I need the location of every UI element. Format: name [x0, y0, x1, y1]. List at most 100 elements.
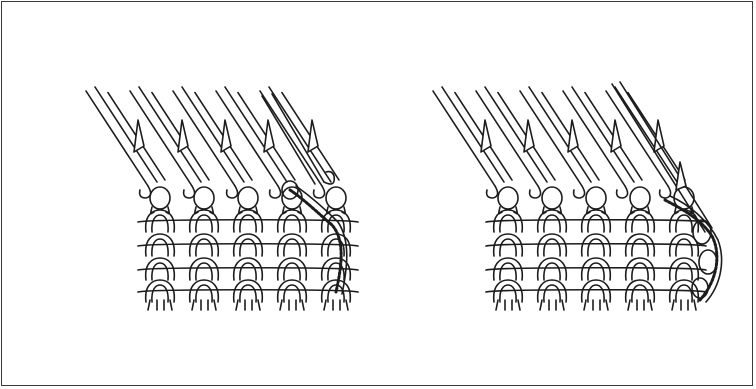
needle-hook: [140, 186, 151, 198]
stitch-loop-inner: [588, 263, 604, 280]
stitch-loop-inner: [152, 285, 168, 302]
stitch-loop-inner: [632, 263, 648, 280]
held-loop: [326, 187, 346, 209]
loop-leg: [543, 207, 546, 214]
needle-hook: [574, 186, 585, 198]
stitch-loop-inner: [544, 263, 560, 280]
held-loop: [498, 187, 518, 209]
stitch-loop-inner: [240, 239, 256, 256]
loop-leg: [166, 207, 169, 214]
needle-latch: [481, 120, 491, 152]
course-yarn: [486, 220, 706, 222]
stitch-loop-inner: [676, 239, 692, 256]
edge-loop: [699, 250, 717, 274]
held-loop: [630, 187, 650, 209]
stitch-loop: [190, 234, 219, 256]
needle-latch: [654, 120, 664, 152]
needle-hook: [660, 186, 671, 198]
stitch-loop-inner: [544, 239, 560, 256]
stitch-loop: [190, 258, 219, 280]
loop-leg: [587, 207, 590, 214]
needle-hook: [270, 186, 281, 198]
loop-leg: [239, 207, 242, 214]
course-yarn: [486, 290, 706, 292]
right-panel: [433, 82, 722, 310]
stitch-loop-inner: [284, 215, 300, 232]
stitch-loop-inner: [196, 285, 212, 302]
stitch-loop: [626, 234, 655, 256]
loop-leg: [298, 207, 301, 214]
left-panel: [86, 87, 358, 310]
stitch-loop: [582, 258, 611, 280]
stitch-loop: [582, 280, 611, 302]
needle-hook: [314, 186, 325, 198]
stitch-loop-inner: [544, 285, 560, 302]
stitch-loop-inner: [544, 215, 560, 232]
stitch-loop: [234, 234, 263, 256]
stitch-loop-inner: [284, 263, 300, 280]
stitch-loop: [538, 234, 567, 256]
held-loop: [150, 187, 170, 209]
stitch-loop-inner: [284, 239, 300, 256]
stitch-loop-inner: [196, 239, 212, 256]
stitch-loop: [190, 280, 219, 302]
stitch-loop-inner: [152, 239, 168, 256]
stitch-loop: [626, 258, 655, 280]
stitch-loop-inner: [632, 215, 648, 232]
stitch-loop-inner: [240, 215, 256, 232]
stitch-loop: [234, 280, 263, 302]
stitch-loop: [582, 234, 611, 256]
stitch-loop-inner: [500, 263, 516, 280]
loop-leg: [342, 207, 345, 214]
needle-latch: [524, 120, 534, 152]
stitch-loop-inner: [676, 263, 692, 280]
loop-leg: [254, 207, 257, 214]
needle-latch: [568, 120, 578, 152]
stitch-loop: [278, 258, 307, 280]
stitch-loop-inner: [284, 285, 300, 302]
needle-hook: [617, 186, 628, 198]
course-yarn: [138, 268, 358, 270]
held-loop: [194, 187, 214, 209]
loop-leg: [646, 207, 649, 214]
loop-leg: [283, 207, 286, 214]
course-yarn: [486, 244, 706, 246]
stitch-loop: [538, 280, 567, 302]
needle-hook: [184, 186, 195, 198]
stitch-loop-inner: [676, 215, 692, 232]
stitch-loop-inner: [588, 239, 604, 256]
needle-hook: [227, 186, 238, 198]
loop-leg: [195, 207, 198, 214]
stitch-loop-inner: [196, 263, 212, 280]
stitch-loop: [278, 280, 307, 302]
stitch-loop: [234, 258, 263, 280]
course-yarn: [486, 268, 706, 270]
needle-latch: [264, 120, 274, 152]
knitted-fabric: [486, 207, 706, 310]
stitch-loop-inner: [588, 215, 604, 232]
needle-latch: [221, 120, 231, 152]
course-yarn: [138, 290, 358, 292]
stitch-loop: [626, 280, 655, 302]
needle-latch: [611, 120, 621, 152]
needle-latch: [676, 162, 686, 190]
loop-leg: [602, 207, 605, 214]
needle-hook: [530, 186, 541, 198]
edge-loop: [692, 278, 708, 298]
stitch-loop-inner: [500, 239, 516, 256]
stitch-loop-inner: [676, 285, 692, 302]
course-yarn: [138, 244, 358, 246]
stitch-loop-inner: [632, 239, 648, 256]
stitch-loop-inner: [500, 215, 516, 232]
held-loop: [586, 187, 606, 209]
needle-shaft: [612, 84, 705, 232]
held-loop: [238, 187, 258, 209]
needle: [433, 87, 512, 198]
stitch-loop-inner: [152, 215, 168, 232]
needle-latch: [308, 120, 318, 152]
stitch-loop-inner: [240, 285, 256, 302]
needle-hook: [487, 186, 498, 198]
loop-leg: [631, 207, 634, 214]
stitch-loop-inner: [240, 263, 256, 280]
loop-leg: [499, 207, 502, 214]
